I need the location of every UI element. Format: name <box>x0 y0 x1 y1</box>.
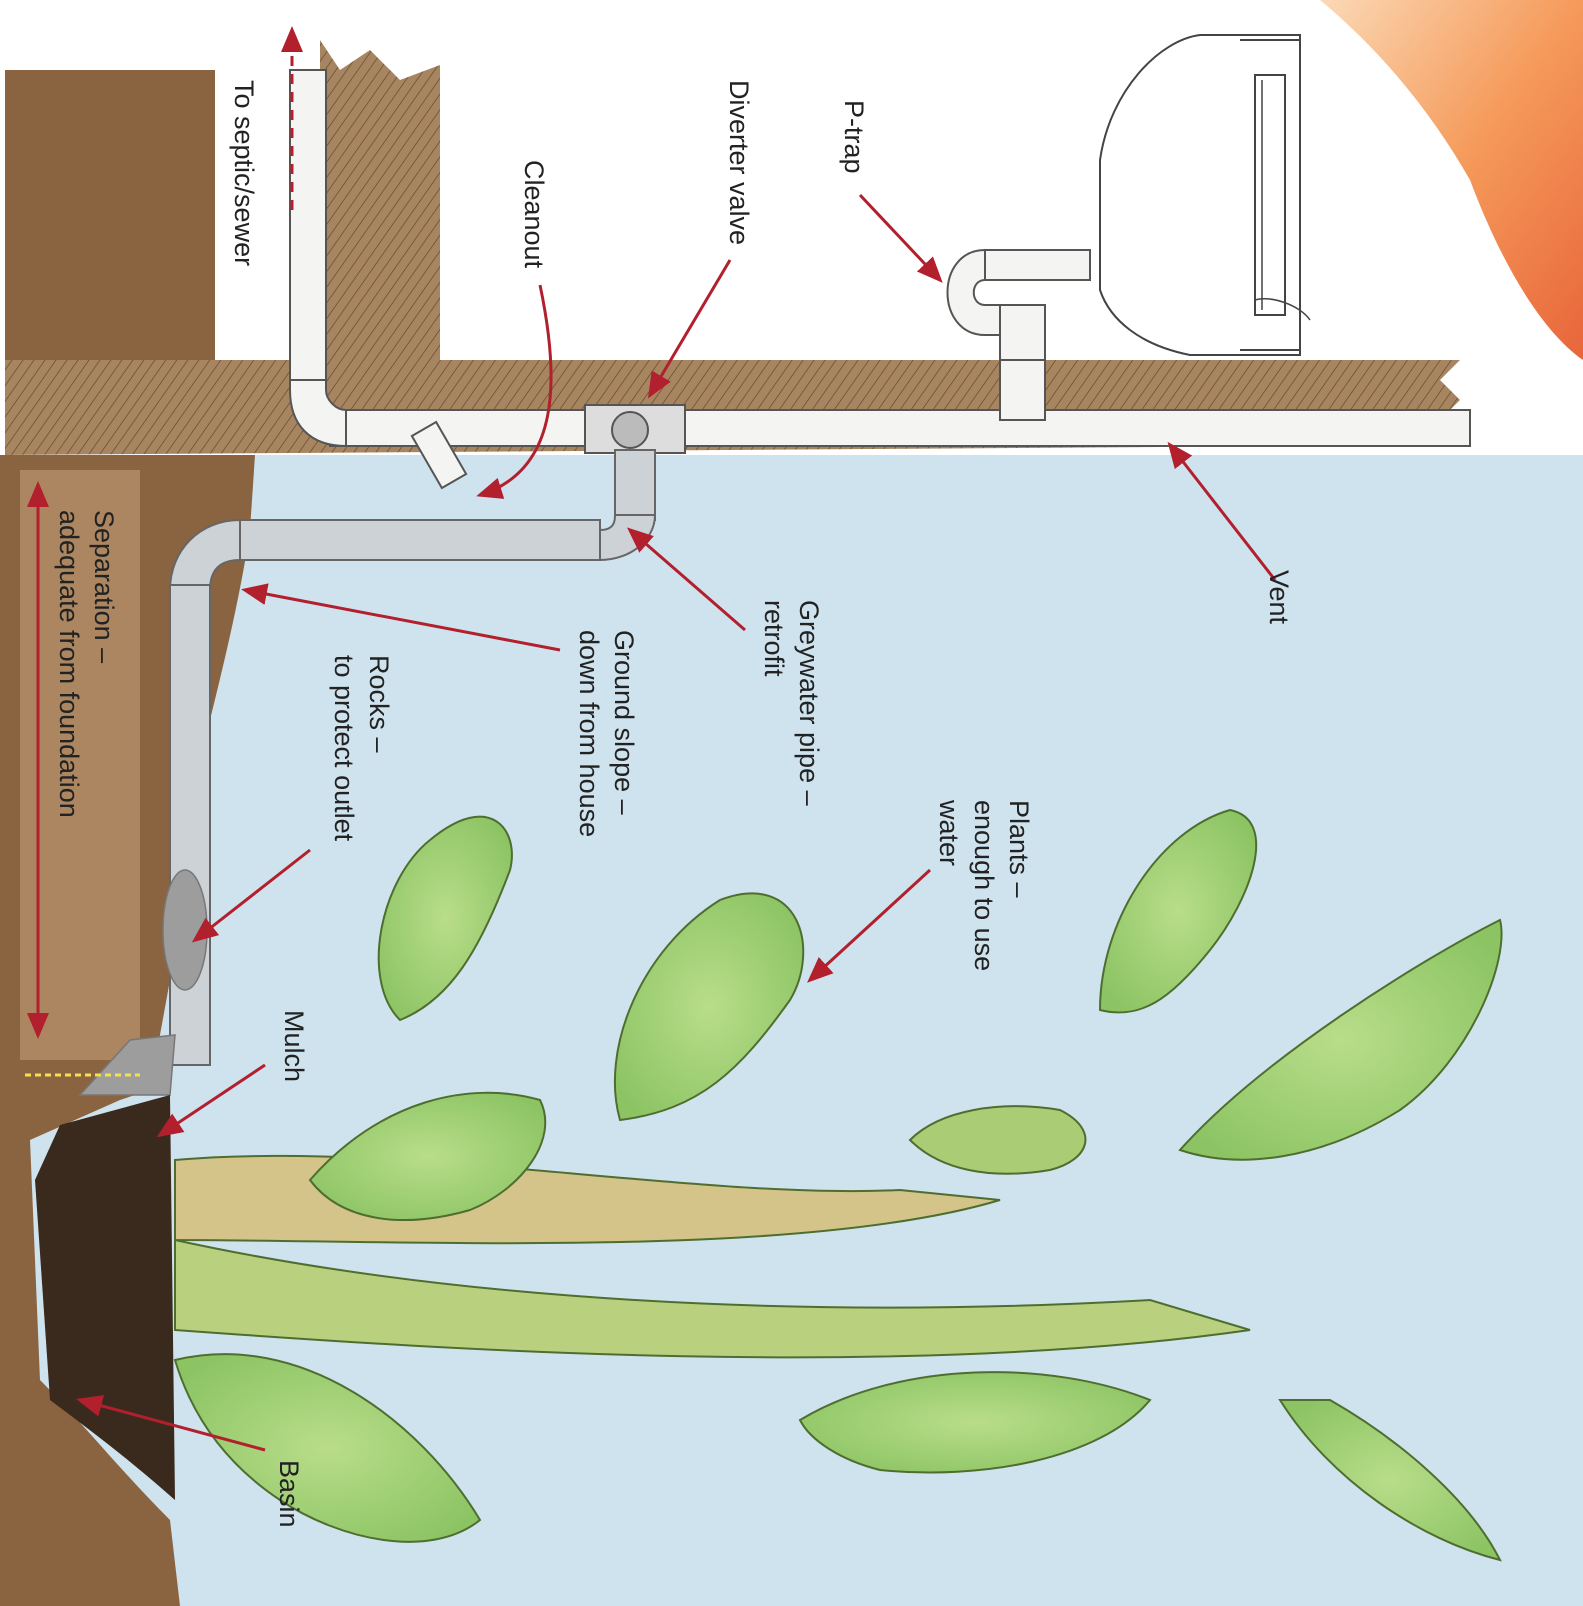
label-separation-1: Separation – <box>89 510 119 663</box>
label-plants-2: enough to use <box>969 800 999 971</box>
label-basin: Basin <box>274 1460 304 1528</box>
label-plants-1: Plants – <box>1004 800 1034 898</box>
soil-wall <box>5 70 215 370</box>
label-diverter-valve: Diverter valve <box>724 80 754 245</box>
house-wall <box>320 40 440 365</box>
diverter-valve <box>585 405 685 453</box>
label-rocks-1: Rocks – <box>364 655 394 753</box>
label-greywater-pipe-2: retrofit <box>759 600 789 677</box>
label-mulch: Mulch <box>279 1010 309 1082</box>
sink <box>1100 35 1310 355</box>
label-rocks-2: to protect outlet <box>329 655 359 842</box>
label-separation-2: adequate from foundation <box>54 510 84 818</box>
label-ground-slope-2: down from house <box>574 630 604 837</box>
fire-glow <box>1320 0 1583 360</box>
label-p-trap: P-trap <box>839 100 869 174</box>
label-vent: Vent <box>1264 570 1294 625</box>
p-trap <box>948 250 1091 365</box>
label-greywater-pipe-1: Greywater pipe – <box>794 600 824 806</box>
label-to-septic: To septic/sewer <box>229 80 259 266</box>
label-cleanout: Cleanout <box>519 160 549 269</box>
label-plants-3: water <box>934 799 964 866</box>
label-ground-slope-1: Ground slope – <box>609 630 639 815</box>
